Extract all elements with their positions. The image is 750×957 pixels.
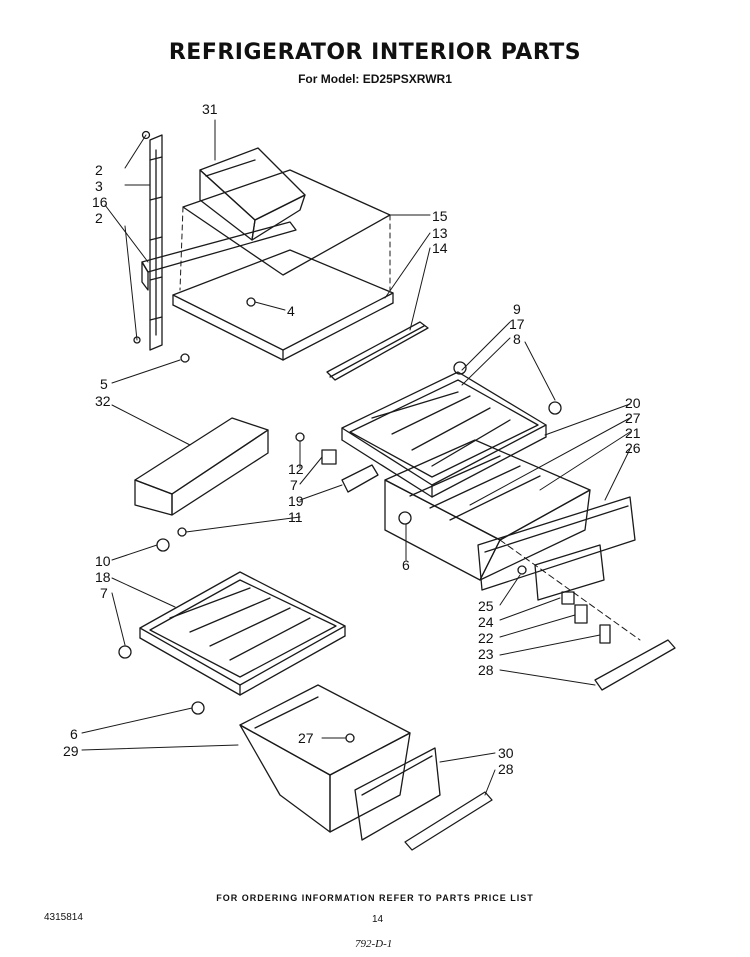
screw-5 (180, 353, 190, 363)
bracket-7-lower (118, 645, 132, 659)
callout-9: 9 (513, 301, 521, 317)
callout-labels: 31 2 3 16 2 15 13 14 4 5 32 9 17 8 20 27… (63, 101, 641, 777)
shelf-support-left (453, 361, 467, 375)
callout-25: 25 (478, 598, 494, 614)
callout-8: 8 (513, 331, 521, 347)
shelf-frame (172, 249, 394, 361)
document-part-number: 4315814 (44, 912, 83, 923)
shelf-crossbar (141, 221, 297, 291)
lower-drawer-front (354, 747, 441, 841)
slide-24 (561, 591, 575, 605)
callout-27-upper: 27 (625, 410, 641, 426)
callout-26: 26 (625, 440, 641, 456)
middle-wire-shelf (341, 371, 547, 498)
page-number: 14 (372, 914, 384, 925)
callout-24: 24 (478, 614, 494, 630)
callout-6-middle: 6 (402, 557, 410, 573)
callout-19: 19 (288, 493, 304, 509)
callout-14: 14 (432, 240, 448, 256)
callout-20: 20 (625, 395, 641, 411)
callout-29: 29 (63, 743, 79, 759)
lower-crisper-drawer (239, 684, 411, 833)
callout-12: 12 (288, 461, 304, 477)
callout-31: 31 (202, 101, 218, 117)
projection-lines (179, 206, 391, 291)
callout-11: 11 (288, 509, 303, 525)
screw-27-lower (345, 733, 355, 743)
screw-top (141, 130, 151, 140)
callout-2-top: 2 (95, 162, 103, 178)
crisper-drawer-upper (384, 439, 591, 581)
screw-25 (517, 565, 527, 575)
lower-wire-shelf (139, 571, 346, 696)
crisper-front-panel (477, 496, 636, 591)
shelf-cover (134, 417, 269, 516)
ordering-note: FOR ORDERING INFORMATION REFER TO PARTS … (216, 893, 534, 903)
callout-30: 30 (498, 745, 514, 761)
leader-lines (81, 119, 631, 796)
clip-6 (398, 511, 412, 525)
drawer-trim-lower (404, 791, 493, 851)
callout-28-right: 28 (478, 662, 494, 678)
model-subtitle: For Model: ED25PSXRWR1 (298, 72, 452, 86)
slide-19 (341, 464, 379, 493)
callout-2-bottom: 2 (95, 210, 103, 226)
shelf-ladder-rail (149, 134, 163, 351)
page-title: REFRIGERATOR INTERIOR PARTS (168, 40, 582, 65)
callout-16: 16 (92, 194, 108, 210)
callout-28-lower: 28 (498, 761, 514, 777)
callout-7-middle: 7 (290, 477, 298, 493)
callout-15: 15 (432, 208, 448, 224)
callout-32: 32 (95, 393, 111, 409)
screw-4 (246, 297, 256, 307)
control-22 (574, 604, 588, 624)
callout-21: 21 (625, 425, 641, 441)
clip-6-lower (191, 701, 205, 715)
callout-27-lower: 27 (298, 730, 314, 746)
callout-17: 17 (509, 316, 525, 332)
callout-7-lower: 7 (100, 585, 108, 601)
callout-13: 13 (432, 225, 448, 241)
callout-23: 23 (478, 646, 494, 662)
callout-10: 10 (95, 553, 111, 569)
callout-3: 3 (95, 178, 103, 194)
screw-12 (295, 432, 305, 442)
revision-code: 792-D-1 (355, 938, 393, 950)
shelf-support-right (548, 401, 562, 415)
bracket-7 (321, 449, 337, 465)
snack-bin (199, 147, 306, 241)
knob-23 (599, 624, 611, 644)
shelf-trim (326, 321, 429, 381)
callout-6-lower: 6 (70, 726, 78, 742)
callout-5: 5 (100, 376, 108, 392)
callout-18: 18 (95, 569, 111, 585)
drawer-trim-right (594, 639, 676, 691)
screw-11 (177, 527, 187, 537)
callout-22: 22 (478, 630, 494, 646)
callout-4: 4 (287, 303, 295, 319)
humidity-control (534, 544, 605, 601)
bracket-10 (156, 538, 170, 552)
